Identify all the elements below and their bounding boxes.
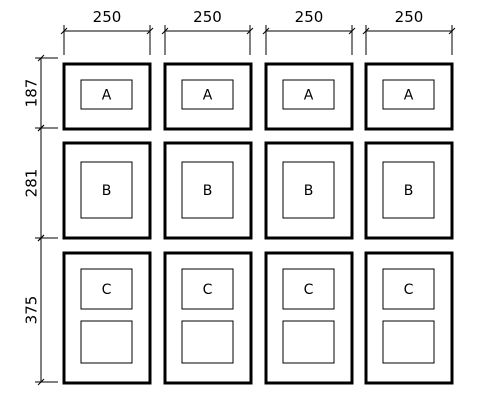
- height-tick-mark: [37, 124, 45, 132]
- mat-opening-secondary: [282, 320, 335, 364]
- frame-letter-label: B: [304, 183, 314, 199]
- mat-opening: [282, 161, 335, 219]
- width-tick-mark: [161, 27, 169, 35]
- frame-letter-label: C: [102, 282, 112, 298]
- picture-frame: [163, 141, 253, 240]
- mat-opening: [282, 268, 335, 310]
- picture-frame: [264, 251, 354, 385]
- height-tick-mark: [37, 234, 45, 242]
- mat-opening-secondary: [181, 320, 234, 364]
- frame-letter-label: A: [304, 88, 314, 104]
- column-width-label: 250: [193, 8, 222, 26]
- frame-letter-label: C: [404, 282, 414, 298]
- frame-letter-label: B: [404, 183, 414, 199]
- picture-frame: [264, 141, 354, 240]
- column-width-label: 250: [395, 8, 424, 26]
- picture-frame: [163, 251, 253, 385]
- frame-letter-label: A: [102, 88, 112, 104]
- mat-opening: [382, 268, 435, 310]
- column-width-label: 250: [93, 8, 122, 26]
- mat-opening: [181, 268, 234, 310]
- row-height-label: 281: [23, 169, 41, 198]
- frame-letter-label: B: [102, 183, 112, 199]
- width-tick-mark: [362, 27, 370, 35]
- picture-frame: [364, 62, 454, 131]
- mat-opening: [382, 79, 435, 110]
- mat-opening: [282, 79, 335, 110]
- width-tick-mark: [262, 27, 270, 35]
- dimension-labels: 250 250 250 250 187 281 375 A A A A B B B B C C C C: [23, 8, 424, 324]
- width-tick-mark: [448, 27, 456, 35]
- frame-letter-label: A: [404, 88, 414, 104]
- frame-letter-label: A: [203, 88, 213, 104]
- mat-opening: [80, 268, 133, 310]
- picture-frame: [364, 141, 454, 240]
- height-tick-mark: [37, 378, 45, 386]
- picture-frame: [163, 62, 253, 131]
- dimension-lines: [35, 25, 456, 386]
- picture-frame: [364, 251, 454, 385]
- picture-frame: [264, 62, 354, 131]
- row-height-label: 187: [23, 79, 41, 108]
- mat-opening-secondary: [382, 320, 435, 364]
- frame-letter-label: B: [203, 183, 213, 199]
- picture-frame: [62, 141, 152, 240]
- mat-opening-secondary: [80, 320, 133, 364]
- column-width-label: 250: [295, 8, 324, 26]
- height-tick-mark: [37, 54, 45, 62]
- mat-opening: [181, 161, 234, 219]
- mat-opening: [80, 79, 133, 110]
- width-tick-mark: [146, 27, 154, 35]
- mat-opening: [382, 161, 435, 219]
- frame-grid: [62, 62, 454, 385]
- row-height-label: 375: [23, 296, 41, 325]
- width-tick-mark: [246, 27, 254, 35]
- picture-frame: [62, 251, 152, 385]
- mat-opening: [181, 79, 234, 110]
- frame-letter-label: C: [304, 282, 314, 298]
- mat-opening: [80, 161, 133, 219]
- width-tick-mark: [348, 27, 356, 35]
- picture-frame: [62, 62, 152, 131]
- frame-letter-label: C: [203, 282, 213, 298]
- width-tick-mark: [60, 27, 68, 35]
